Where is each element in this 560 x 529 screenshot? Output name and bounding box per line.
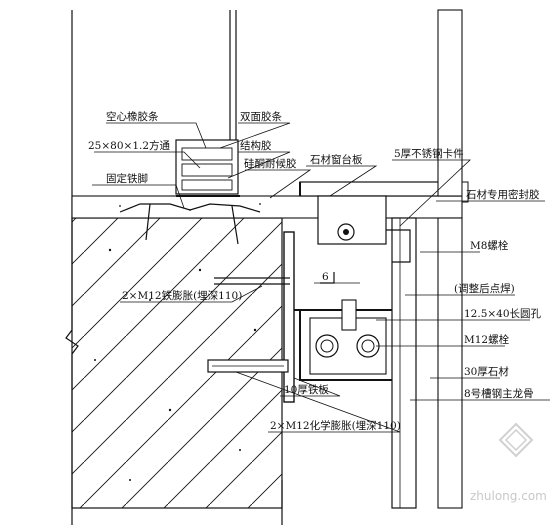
channel-steel-keel bbox=[391, 217, 417, 509]
label-stone-sealant: 石材专用密封胶 bbox=[466, 188, 540, 201]
label-stone-sill: 石材窗台板 bbox=[310, 153, 363, 166]
stone-cladding bbox=[437, 9, 469, 509]
label-ss-clip: 5厚不锈钢卡件 bbox=[394, 147, 464, 160]
label-section-mark: 6 bbox=[322, 271, 329, 283]
sill-screed bbox=[71, 195, 463, 219]
label-hollow-rubber-strip: 空心橡胶条 bbox=[106, 110, 159, 123]
break-lines bbox=[65, 10, 283, 525]
label-chemical-anchor: 2×M12化学膨胀(埋深110) bbox=[270, 419, 401, 432]
zhulong-watermark: zhulong.com bbox=[470, 422, 547, 503]
label-oblong-hole: 12.5×40长圆孔 bbox=[464, 307, 542, 320]
label-post-weld: (调整后点焊) bbox=[454, 282, 515, 295]
section-marker bbox=[314, 272, 360, 284]
ss-clip bbox=[317, 195, 411, 263]
m12-bolts bbox=[315, 299, 380, 358]
label-m8-bolt: M8螺栓 bbox=[470, 239, 509, 252]
label-silicone-sealant: 硅酮耐候胶 bbox=[244, 157, 297, 170]
label-double-sided-tape: 双面胶条 bbox=[240, 110, 282, 123]
label-channel-keel: 8号槽钢主龙骨 bbox=[464, 387, 534, 400]
label-structural-glue: 结构胶 bbox=[240, 139, 272, 152]
label-square-tube: 25×80×1.2方通 bbox=[88, 139, 171, 152]
iron-plate bbox=[283, 231, 295, 403]
label-fixed-iron-foot: 固定铁脚 bbox=[106, 172, 148, 185]
watermark-site: zhulong.com bbox=[470, 489, 547, 503]
window-frame bbox=[175, 10, 240, 197]
label-iron-plate: 10厚铁板 bbox=[284, 383, 329, 396]
fixed-iron-foot bbox=[119, 203, 261, 245]
label-stone-thickness: 30厚石材 bbox=[464, 365, 509, 378]
label-expansion-bolt: 2×M12铁膨胀(埋深110) bbox=[122, 289, 242, 302]
label-m12-bolt: M12螺栓 bbox=[464, 333, 510, 346]
expansion-bolts bbox=[207, 277, 290, 373]
leader-lines bbox=[92, 122, 550, 433]
